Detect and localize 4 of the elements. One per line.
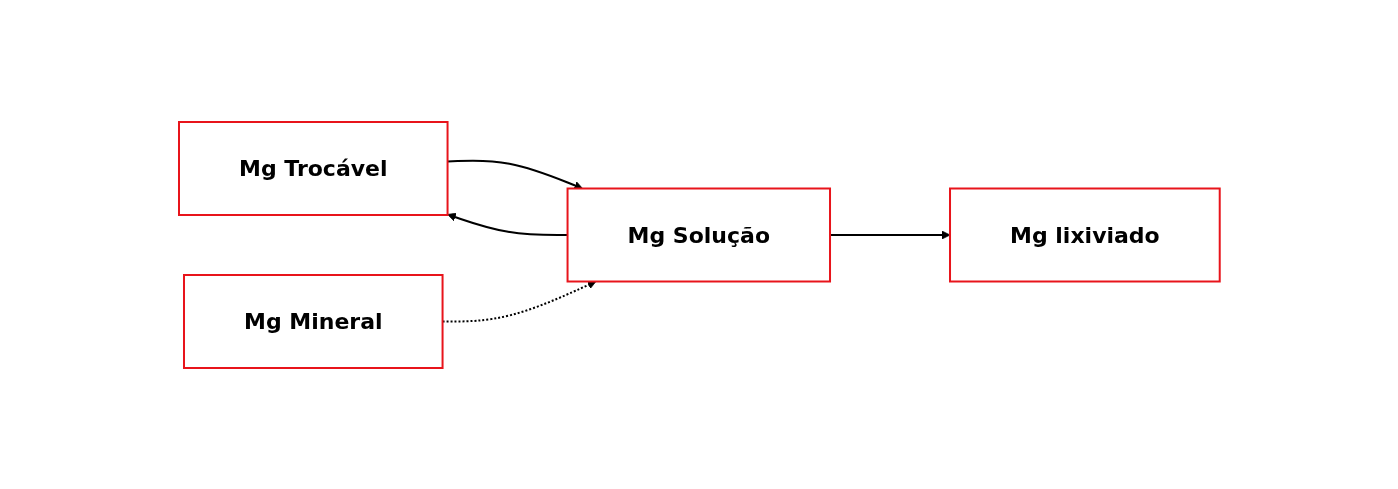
node-box: Mg lixiviado (948, 187, 1221, 282)
node-box: Mg Mineral (182, 273, 444, 369)
node-box: Mg Trocável (177, 120, 449, 216)
node-box: Mg Solução (566, 187, 831, 282)
